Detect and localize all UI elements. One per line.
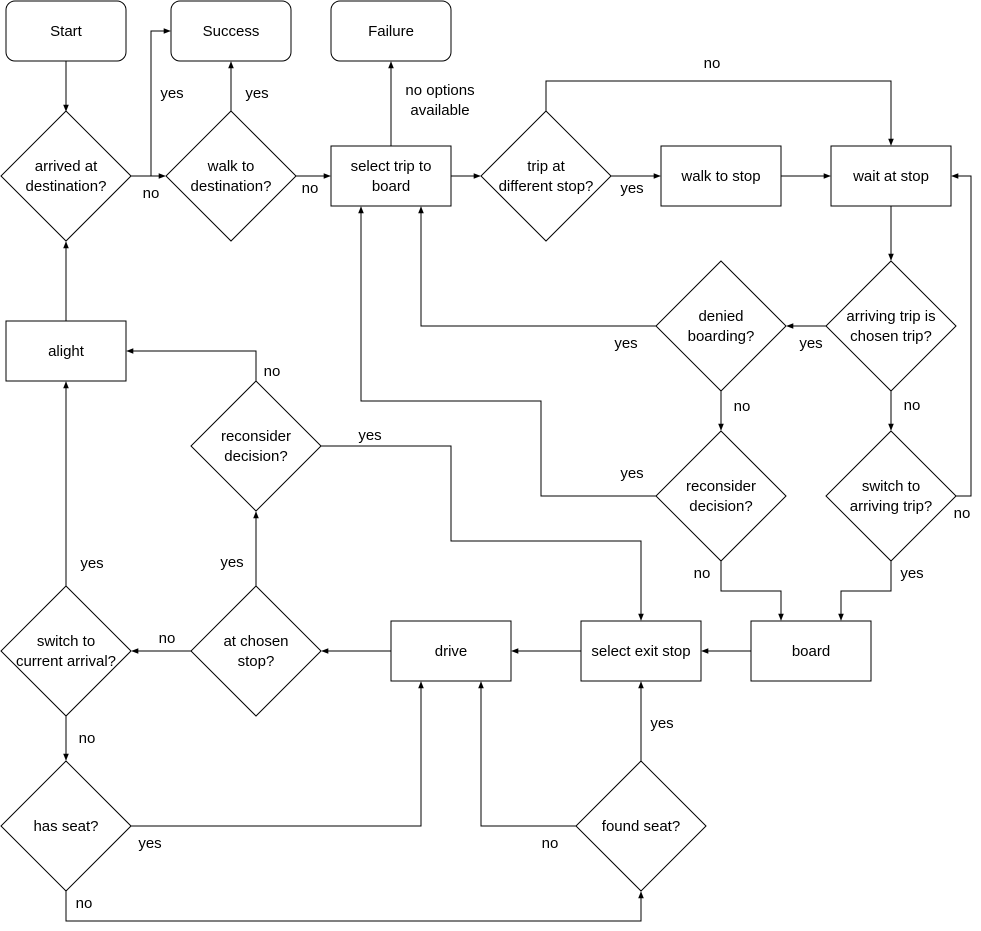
edge-arrived-yes-to-success xyxy=(131,28,171,177)
wait-at-stop-label: wait at stop xyxy=(852,168,929,185)
alight-label: alight xyxy=(48,343,85,360)
edge-found-seat-no-to-drive xyxy=(478,681,576,827)
failure-label: Failure xyxy=(368,23,414,40)
success-node xyxy=(170,0,292,62)
edges xyxy=(63,28,972,922)
drive-label: drive xyxy=(435,643,468,660)
edge-denied-yes-to-select-trip xyxy=(418,206,656,327)
edge-label-reconsider-right-yes: yes xyxy=(620,465,643,482)
reconsider-decision-left-decision xyxy=(190,380,322,512)
edge-has-seat-no-to-found-seat xyxy=(65,891,644,922)
select-exit-stop-node xyxy=(580,620,702,682)
edge-reconsider-no-to-board xyxy=(720,561,784,621)
success-label: Success xyxy=(203,23,260,40)
edge-label-switch-arriving-no: no xyxy=(954,505,971,522)
edge-label-has-seat-no: no xyxy=(76,895,93,912)
walk-to-stop-label: walk to stop xyxy=(680,168,760,185)
edge-label-reconsider-left-no: no xyxy=(264,363,281,380)
start-node xyxy=(5,0,127,62)
edge-label-walk-no: no xyxy=(302,180,319,197)
edge-label-found-seat-yes: yes xyxy=(650,715,673,732)
edge-label-switch-arriving-yes: yes xyxy=(900,565,923,582)
edge-label-denied-yes: yes xyxy=(614,335,637,352)
edge-switch-no-to-wait xyxy=(951,173,972,497)
edge-label-at-chosen-yes: yes xyxy=(220,554,243,571)
edge-different-stop-no-to-wait xyxy=(545,80,894,146)
trip-at-different-stop-decision xyxy=(480,110,612,242)
edge-has-seat-yes-to-drive xyxy=(131,681,424,827)
select-trip-to-board-node xyxy=(330,145,452,207)
found-seat-decision xyxy=(575,760,707,892)
edge-label-denied-no: no xyxy=(734,398,751,415)
found-seat-label: found seat? xyxy=(602,818,680,835)
edge-label-found-seat-no: no xyxy=(542,835,559,852)
edge-label-at-chosen-no: no xyxy=(159,630,176,647)
denied-boarding-decision xyxy=(655,260,787,392)
edge-label-arriving-no: no xyxy=(904,397,921,414)
has-seat-label: has seat? xyxy=(33,818,98,835)
reconsider-decision-right-decision xyxy=(655,430,787,562)
edge-label-has-seat-yes: yes xyxy=(138,835,161,852)
edge-label-walk-yes: yes xyxy=(245,85,268,102)
board-node xyxy=(750,620,872,682)
select-exit-stop-label: select exit stop xyxy=(591,643,690,660)
edge-label-reconsider-left-yes: yes xyxy=(358,427,381,444)
edge-label-arrived-no: no xyxy=(143,185,160,202)
switch-to-arriving-trip-decision xyxy=(825,430,957,562)
at-chosen-stop-decision xyxy=(190,585,322,717)
edge-reconsider-yes-to-exit-stop xyxy=(321,445,644,621)
edge-label-switch-current-yes: yes xyxy=(80,555,103,572)
edge-label-arriving-yes: yes xyxy=(799,335,822,352)
edge-label-reconsider-right-no: no xyxy=(694,565,711,582)
switch-to-current-arrival-decision xyxy=(0,585,132,717)
board-label: board xyxy=(792,643,830,660)
wait-at-stop-node xyxy=(830,145,952,207)
edge-label-switch-current-no: no xyxy=(79,730,96,747)
drive-node xyxy=(390,620,512,682)
arriving-trip-is-chosen-decision xyxy=(825,260,957,392)
alight-node xyxy=(5,320,127,382)
failure-node xyxy=(330,0,452,62)
edge-label-different-stop-yes: yes xyxy=(620,180,643,197)
edge-label-different-stop-no: no xyxy=(704,55,721,72)
walk-to-stop-node xyxy=(660,145,782,207)
edge-reconsider-yes-to-select-trip xyxy=(358,206,656,497)
edge-switch-yes-to-board xyxy=(838,561,892,621)
walk-to-destination-decision xyxy=(165,110,297,242)
start-label: Start xyxy=(50,23,83,40)
edge-reconsider-no-to-alight xyxy=(126,348,257,381)
edge-label-arrived-yes: yes xyxy=(160,85,183,102)
has-seat-decision xyxy=(0,760,132,892)
arrived-at-destination-decision xyxy=(0,110,132,242)
